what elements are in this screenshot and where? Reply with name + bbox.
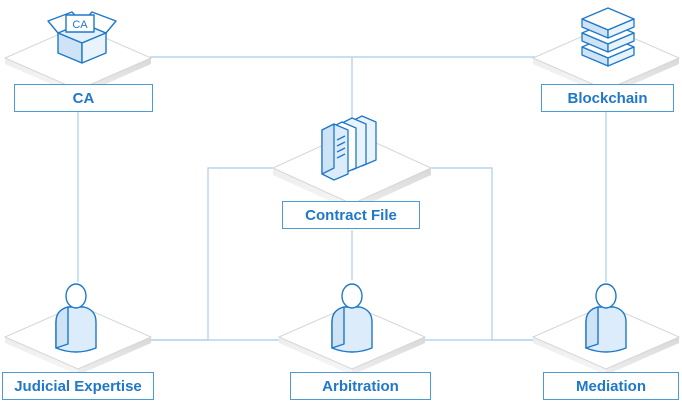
connector-left-loop bbox=[150, 167, 278, 341]
node-label-judicial-expertise: Judicial Expertise bbox=[2, 372, 154, 400]
ca-box-icon: CA bbox=[47, 11, 117, 64]
stacked-blocks-icon bbox=[581, 7, 635, 67]
ca-box-icon-text: CA bbox=[72, 19, 88, 31]
documents-icon bbox=[321, 115, 377, 181]
node-label-ca: CA bbox=[14, 84, 153, 112]
node-label-mediation: Mediation bbox=[543, 372, 679, 400]
person-icon bbox=[331, 283, 373, 353]
node-label-arbitration: Arbitration bbox=[290, 372, 431, 400]
platform-contract-file bbox=[271, 131, 433, 211]
connectors bbox=[77, 56, 607, 341]
connector-right-loop bbox=[428, 167, 540, 341]
person-icon bbox=[585, 283, 627, 353]
person-icon bbox=[55, 283, 97, 353]
node-label-blockchain: Blockchain bbox=[541, 84, 674, 112]
node-label-contract-file: Contract File bbox=[282, 201, 420, 229]
